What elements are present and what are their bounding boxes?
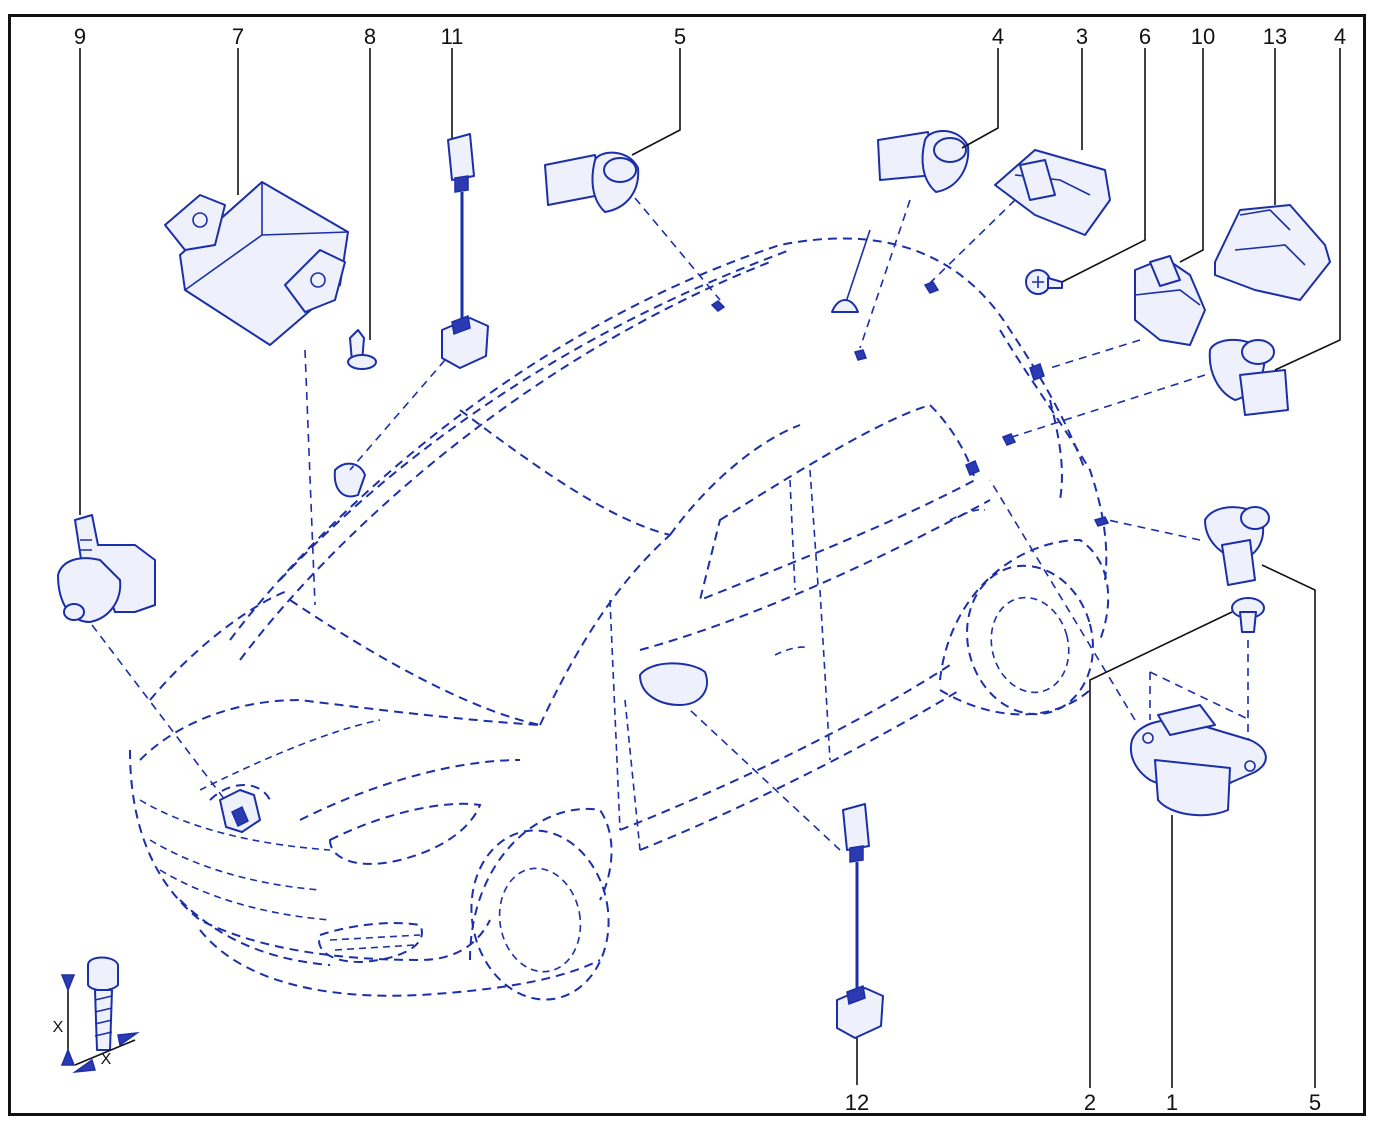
camera-part-9 [57,514,156,623]
callout-7: 7 [232,24,244,49]
bracket-part-13 [1214,204,1331,301]
torque-x-label-a: X [53,1019,64,1036]
parking-sensor-part-4-top [877,130,970,193]
sensor-bracket-part-3 [994,149,1111,236]
diagram-frame [8,14,1366,1116]
vehicle-outline [129,229,1110,1001]
callout-10: 10 [1191,24,1215,49]
callout-5-top: 5 [674,24,686,49]
callout-6: 6 [1139,24,1151,49]
callout-9: 9 [74,24,86,49]
torque-x-label-b: X [101,1051,112,1068]
torque-symbol [60,956,140,1074]
stud-part-8 [347,329,377,370]
callout-2: 2 [1084,1090,1096,1115]
callout-4-top: 4 [992,24,1004,49]
callout-5-right: 5 [1309,1090,1321,1115]
screw-part-6 [1025,269,1063,295]
parking-sensor-part-5-top [544,151,640,213]
harness-part-11 [441,133,489,369]
callout-3: 3 [1076,24,1088,49]
callout-13: 13 [1263,24,1287,49]
harness-part-12 [836,803,884,1039]
callout-8: 8 [364,24,376,49]
assembly-lead-lines [91,197,1251,851]
callout-11: 11 [441,24,464,49]
sensor-module-part-1 [1130,704,1267,817]
callout-leaders [79,48,1341,1088]
callout-1: 1 [1166,1090,1178,1115]
callout-12: 12 [845,1090,869,1115]
clip-part-2 [1231,597,1265,633]
parking-sensor-part-4-right [1208,338,1289,416]
callout-numbers: 9 7 8 11 5 4 3 6 10 13 4 12 2 1 5 X X [53,24,1346,1115]
callout-4-right: 4 [1334,24,1346,49]
parking-sensor-part-5-right [1204,506,1270,586]
control-module-part-7 [164,181,349,346]
sensor-unit-part-10 [1134,255,1206,346]
